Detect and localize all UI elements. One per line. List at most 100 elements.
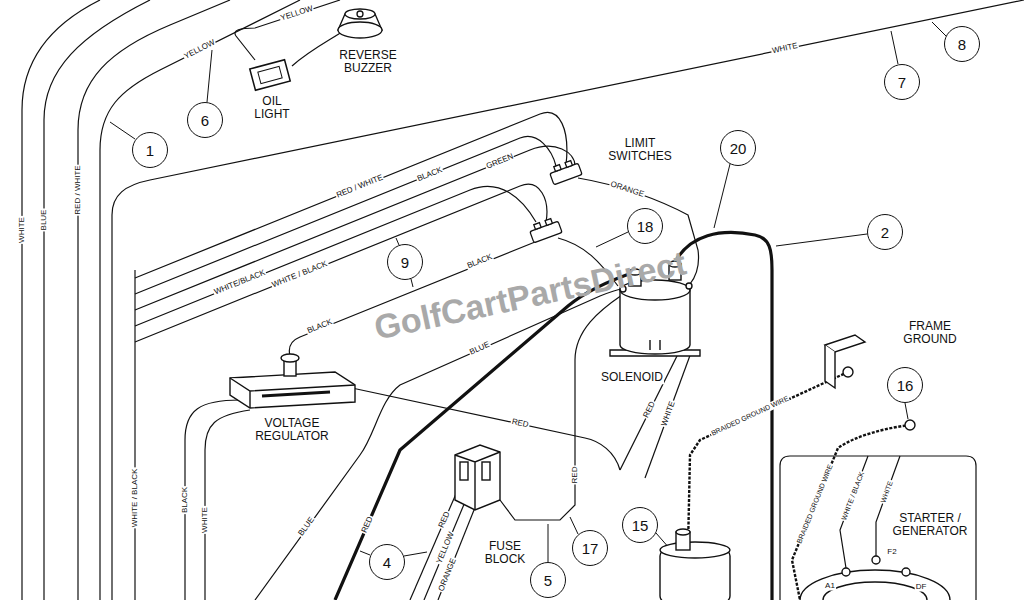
terminal-label: A1 (824, 582, 836, 591)
frame-ground-symbol (843, 367, 853, 377)
wire-color-label: RED (571, 466, 580, 485)
wire (235, 0, 340, 60)
starter-generator-symbol (902, 568, 910, 576)
frame-ground-symbol (905, 420, 915, 430)
wire (22, 0, 100, 600)
callout-circle: 2 (867, 214, 903, 250)
callout-circle: 9 (387, 244, 423, 280)
callout-number: 2 (881, 225, 889, 240)
terminal-label: DF (915, 583, 928, 592)
callout-circle: 5 (530, 562, 566, 598)
wire (255, 289, 622, 600)
limit-switch-symbol (528, 159, 582, 243)
fuse-block-symbol (455, 452, 500, 510)
braided-ground-wire (688, 372, 848, 548)
starter-generator-symbol (800, 556, 950, 600)
wire-color-label: YELLOW (279, 4, 315, 23)
leader-line (207, 50, 212, 102)
wire-color-label: BLACK (415, 166, 445, 185)
battery-cable (335, 232, 772, 600)
callout-number: 8 (958, 37, 966, 52)
voltage-regulator-symbol (262, 392, 330, 396)
leader-line (110, 22, 946, 562)
reverse-buzzer-symbol (338, 22, 382, 38)
callout-number: 5 (544, 573, 552, 588)
callout-number: 17 (582, 541, 599, 556)
starter-generator-symbol (823, 582, 927, 600)
wire (840, 456, 868, 568)
component-label: SOLENOID (600, 371, 664, 384)
switch-housing-symbol (660, 542, 730, 558)
wire (185, 400, 240, 600)
solenoid-symbol (686, 283, 692, 289)
wire-color-label: RED (360, 515, 376, 536)
wire-color-label: WHITE / BLACK (131, 468, 140, 529)
wire-color-label: WHITE (770, 42, 799, 57)
wire (44, 0, 150, 600)
fuse-block-symbol (482, 462, 490, 480)
wire-color-label: WHITE (660, 399, 678, 428)
component-label: OIL LIGHT (248, 95, 296, 122)
wire-color-label: WHITE / BLACK (840, 470, 866, 523)
limit-switch-symbol (548, 159, 582, 185)
callout-number: 18 (637, 219, 654, 234)
component-label: LIMIT SWITCHES (601, 137, 679, 164)
component-label: STARTER / GENERATOR (889, 512, 971, 539)
wire (424, 490, 470, 600)
starter-generator-symbol (800, 570, 950, 600)
wire-color-label: BLACK (305, 318, 335, 337)
leader-line (404, 552, 427, 556)
leader-line (776, 234, 867, 246)
limit-switch-symbol (565, 161, 572, 168)
fuse-block-symbol (455, 445, 500, 510)
callout-circle: 20 (720, 130, 756, 166)
wire-color-label: WHITE (18, 216, 27, 244)
wire (620, 350, 680, 470)
limit-switch-symbol (534, 223, 541, 230)
starter-generator-symbol (842, 568, 850, 576)
callout-circle: 15 (622, 507, 658, 543)
wire (112, 0, 1024, 600)
reverse-buzzer-symbol (357, 11, 363, 17)
wire-color-label: WHITE / BLACK (270, 259, 330, 290)
wire-color-label: WHITE (201, 506, 210, 534)
wire (78, 0, 230, 600)
wire (135, 137, 556, 294)
switch-housing-symbol (676, 529, 690, 535)
terminal-label: F2 (886, 548, 897, 557)
wire-color-label: RED (642, 400, 659, 421)
reverse-buzzer-symbol (345, 9, 375, 19)
component-label: REVERSE BUZZER (335, 49, 401, 76)
callout-number: 4 (383, 555, 391, 570)
wire-color-label: RED / WHITE (74, 164, 83, 215)
callout-number: 16 (897, 378, 914, 393)
fuse-block-symbol (455, 445, 500, 510)
wire-color-label: BLUE (40, 209, 49, 232)
leader-line (932, 22, 946, 36)
limit-switch-symbol (545, 219, 552, 226)
component-label: FRAME GROUND (894, 320, 966, 347)
oil-light-symbol (250, 60, 290, 91)
callout-number: 7 (898, 75, 906, 90)
wire-color-label: ORANGE (608, 180, 646, 200)
wire-color-label: RED (510, 418, 530, 431)
leader-line (596, 232, 628, 247)
component-label: FUSE BLOCK (479, 540, 531, 567)
wire-color-label: BLACK (181, 486, 190, 514)
leader-line (360, 551, 370, 555)
callout-circle: 18 (627, 208, 663, 244)
solenoid-symbol (650, 340, 660, 350)
wire-color-label: WHITE (879, 479, 895, 505)
wire-color-label: RED / WHITE (335, 173, 386, 201)
frame-ground-symbol (825, 345, 835, 388)
callout-number: 15 (632, 518, 649, 533)
wire-color-label: WHITE/BLACK (212, 268, 267, 297)
callout-circle: 8 (944, 26, 980, 62)
wire-color-label: YELLOW (182, 38, 218, 62)
voltage-regulator-symbol (230, 378, 355, 408)
callout-circle: 4 (369, 544, 405, 580)
reverse-buzzer-symbol (338, 9, 382, 38)
wire (134, 270, 135, 600)
